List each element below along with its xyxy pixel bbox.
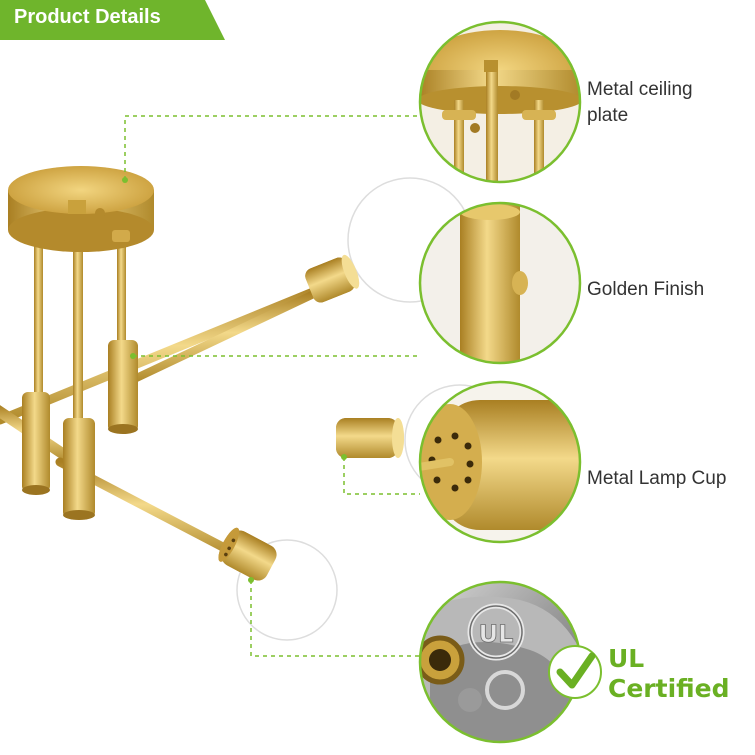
- banner-background: [0, 0, 225, 40]
- checkmark-icon: [556, 652, 596, 689]
- callout-ceiling-plate: [418, 20, 582, 184]
- label-text: Metal ceiling plate: [587, 79, 693, 126]
- ul-label-line1: UL: [608, 644, 645, 673]
- callout-ul-mark: UL: [418, 580, 582, 744]
- callout-golden-finish: [418, 201, 582, 365]
- banner-title: Product Details: [14, 6, 161, 28]
- leader-dots: [122, 177, 347, 583]
- leader-lines: [124, 115, 420, 657]
- product-details-banner: Product Details: [0, 0, 225, 40]
- ul-label-line2: Certified: [608, 674, 730, 703]
- label-metal-ceiling-plate: Metal ceiling plate: [587, 77, 717, 129]
- ul-mark-text: UL: [479, 620, 514, 648]
- chandelier: [0, 166, 404, 581]
- callout-lamp-cup: [418, 380, 582, 544]
- label-metal-lamp-cup: Metal Lamp Cup: [587, 468, 727, 489]
- check-badge: [548, 645, 602, 699]
- label-golden-finish: Golden Finish: [587, 279, 705, 300]
- ul-certified-label: UL Certified: [608, 644, 730, 704]
